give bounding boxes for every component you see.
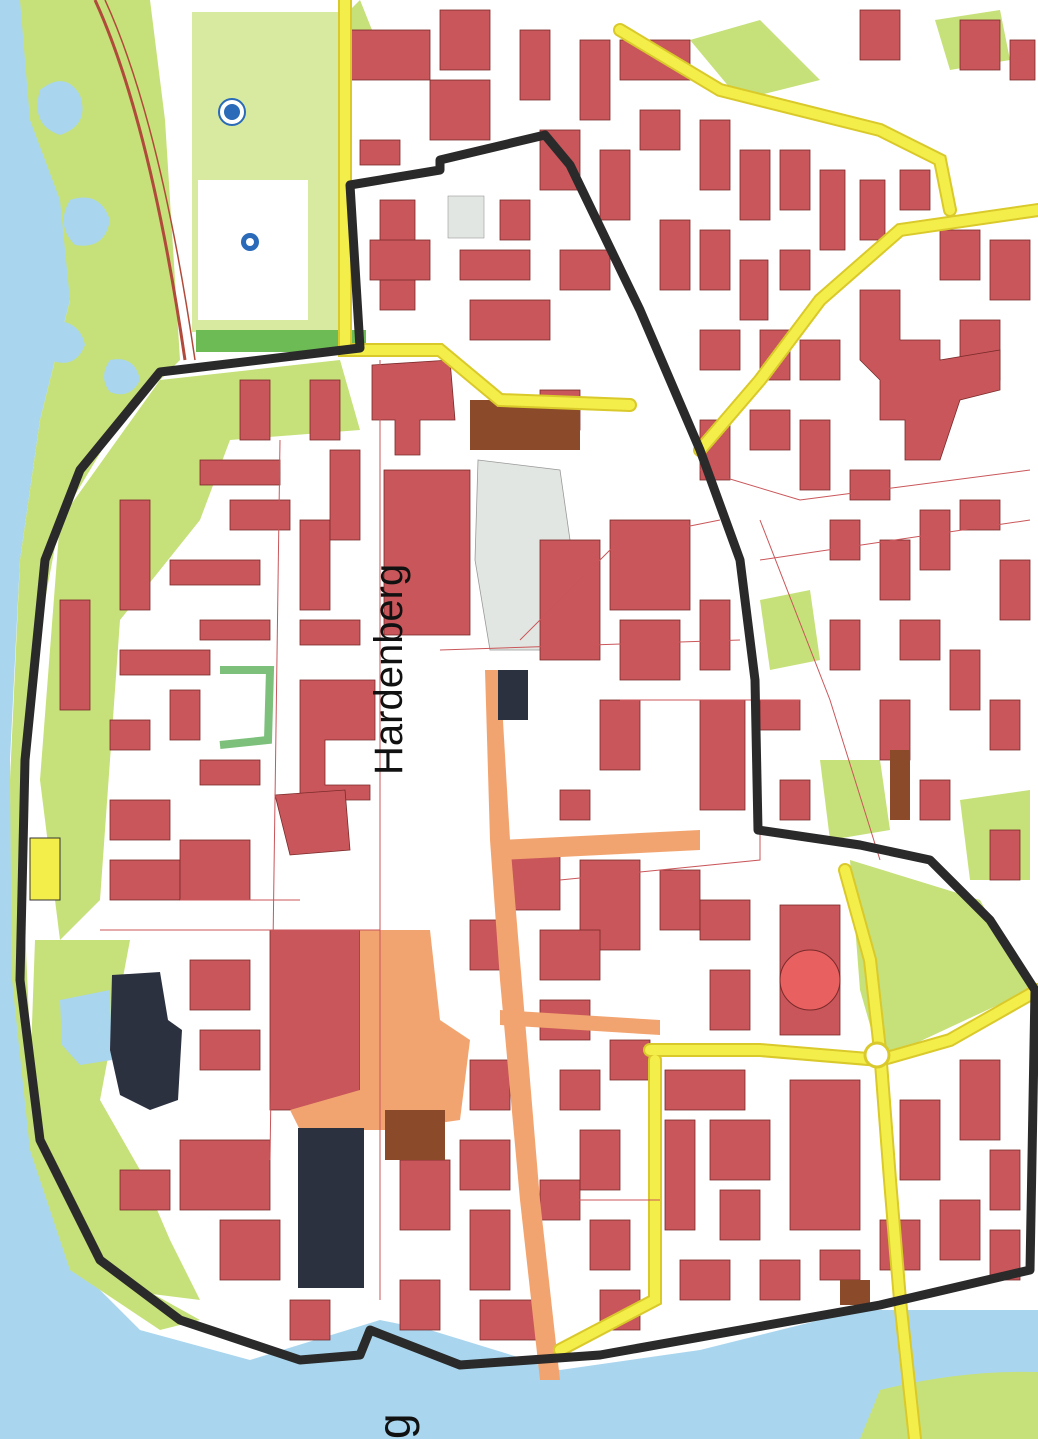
pond	[60, 990, 112, 1065]
brown-building	[840, 1280, 870, 1305]
dark-building	[498, 670, 528, 720]
parking-marker-icon	[218, 98, 246, 126]
map-title-fragment: g	[368, 1413, 420, 1439]
green-strip	[196, 330, 366, 352]
yellow-lot	[29, 837, 61, 901]
green-patch	[690, 20, 820, 100]
brown-building	[890, 750, 910, 820]
lake-spots	[37, 81, 140, 395]
city-boundary	[15, 130, 1038, 1370]
green-patch	[760, 590, 820, 670]
dark-complex	[110, 972, 182, 1110]
sports-hall-circle	[779, 949, 841, 1011]
river-vecht	[0, 1300, 1038, 1439]
dark-building	[298, 1128, 364, 1288]
parking-lot-small	[447, 195, 485, 239]
railway-line	[104, 0, 196, 361]
brown-building	[385, 1110, 445, 1160]
courtyard	[219, 666, 275, 749]
railway-line	[93, 0, 187, 361]
green-patch	[820, 760, 890, 840]
roundabout	[863, 1041, 891, 1069]
floodplain-west	[10, 0, 200, 1330]
map-title: Hardenberg	[367, 564, 411, 775]
parking-marker-icon	[241, 233, 259, 251]
